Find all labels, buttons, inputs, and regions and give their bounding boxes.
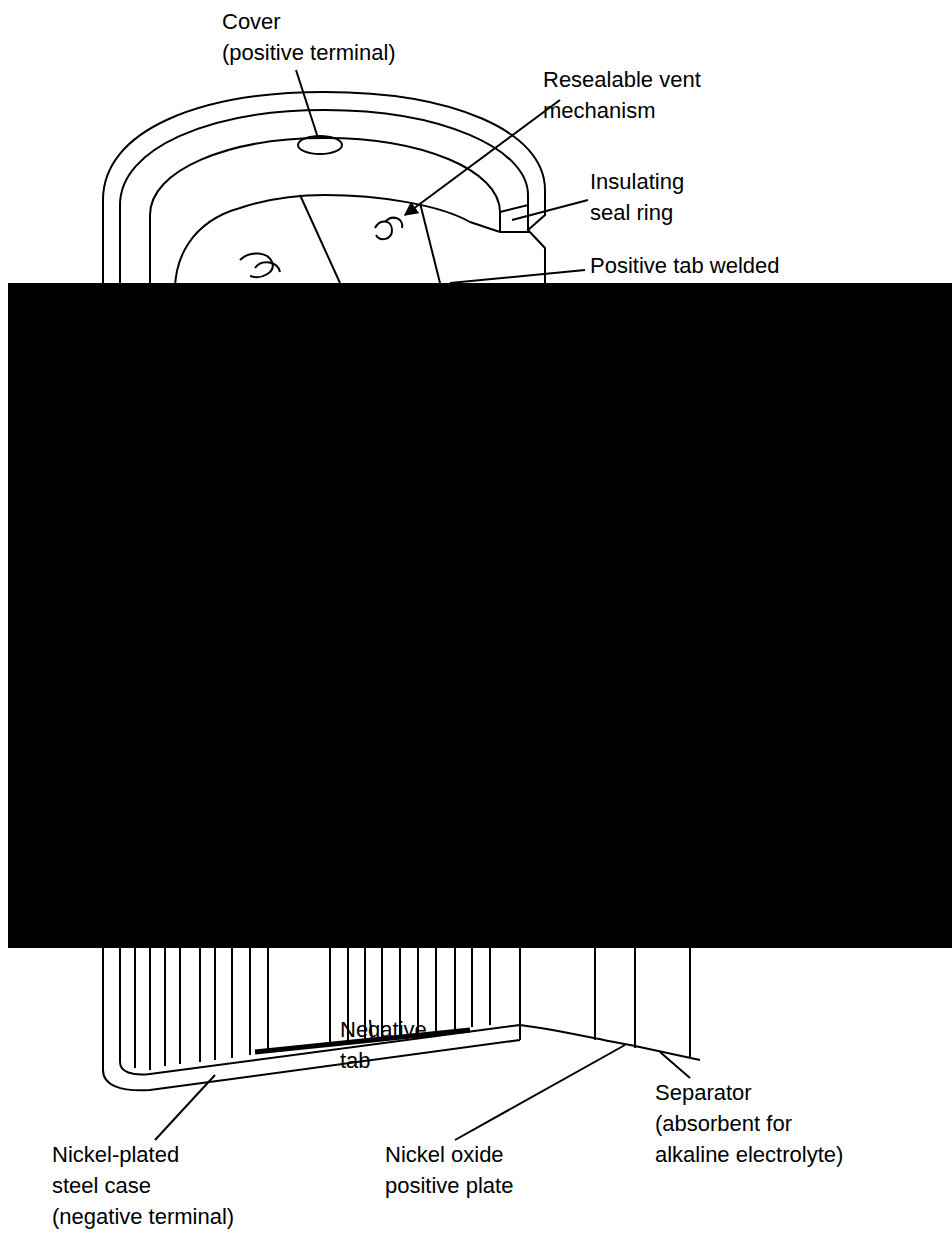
cell-bottom xyxy=(103,945,700,1140)
plate-ribs xyxy=(135,945,490,1070)
text-line: alkaline electrolyte) xyxy=(655,1139,843,1170)
cover-outer xyxy=(150,138,500,290)
case-inner xyxy=(120,945,520,1075)
leader-line xyxy=(450,270,585,283)
text-line: Resealable vent xyxy=(543,64,701,95)
leader-line xyxy=(296,70,318,138)
leader-line xyxy=(512,200,588,220)
text-line: positive plate xyxy=(385,1170,513,1201)
text-line: Nickel-plated xyxy=(52,1139,234,1170)
leader-line xyxy=(660,1052,690,1078)
case-rim xyxy=(103,92,545,290)
cell-top xyxy=(103,70,588,290)
text-line: Positive tab welded xyxy=(590,250,780,281)
text-line: (absorbent for xyxy=(655,1108,843,1139)
vent-spring xyxy=(385,218,402,228)
part-label: Separator (absorbent for alkaline electr… xyxy=(655,1077,843,1170)
vent-spring xyxy=(375,221,392,239)
text-line: Cover xyxy=(222,6,396,37)
case-rim-inner xyxy=(120,110,528,290)
part-label: Positive tab welded xyxy=(590,250,780,281)
part-label: Negative tab xyxy=(340,1014,427,1076)
leader-line xyxy=(455,1045,625,1140)
text-line: steel case xyxy=(52,1170,234,1201)
positive-tab xyxy=(300,195,440,283)
text-line: (negative terminal) xyxy=(52,1201,234,1232)
leader-line xyxy=(405,100,560,215)
part-label: Nickel oxide positive plate xyxy=(385,1139,513,1201)
vent-spring xyxy=(255,262,280,272)
part-label: Cover (positive terminal) xyxy=(222,6,396,68)
text-line: Negative xyxy=(340,1014,427,1045)
cover-inner xyxy=(175,195,500,290)
plate-sheets xyxy=(520,945,700,1060)
part-label: Insulating seal ring xyxy=(590,166,684,228)
terminal-bump xyxy=(298,136,342,154)
text-line: seal ring xyxy=(590,197,684,228)
text-line: tab xyxy=(340,1045,427,1076)
text-line: Nickel oxide xyxy=(385,1139,513,1170)
part-label: Resealable vent mechanism xyxy=(543,64,701,126)
text-line: Separator xyxy=(655,1077,843,1108)
part-label: Nickel-plated steel case (negative termi… xyxy=(52,1139,234,1232)
case-outer xyxy=(103,945,520,1090)
text-line: mechanism xyxy=(543,95,701,126)
text-line: (positive terminal) xyxy=(222,37,396,68)
redaction-block xyxy=(8,283,952,948)
text-line: Insulating xyxy=(590,166,684,197)
leader-line xyxy=(155,1075,215,1140)
